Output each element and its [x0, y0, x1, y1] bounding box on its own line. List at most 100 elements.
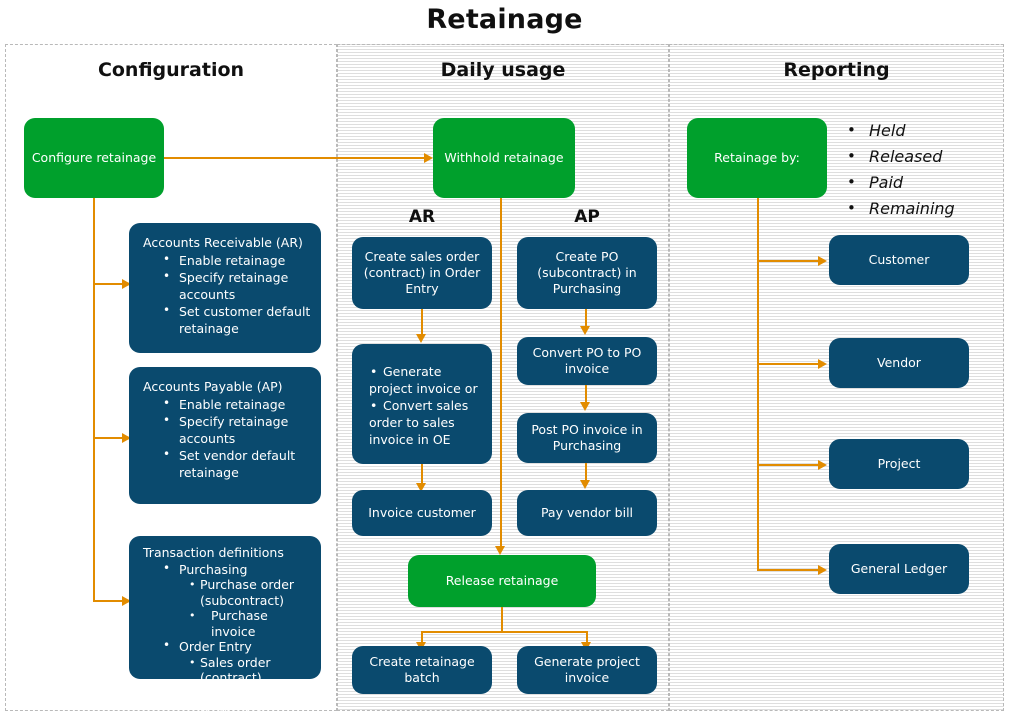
connector-reporting-trunk [757, 198, 759, 571]
node-create-sales-order[interactable]: Create sales order (contract) in Order E… [352, 237, 492, 309]
connector-release-to-batch [421, 631, 423, 643]
connector-report-to-project [757, 464, 820, 466]
node-report-customer-label: Customer [868, 252, 930, 267]
connector-invoice-options-to-invoice-customer [421, 464, 423, 484]
list-item: Purchase order (subcontract) [189, 577, 312, 608]
connector-report-to-vendor [757, 363, 820, 365]
connector-release-to-project-invoice [586, 631, 588, 643]
connector-configure-to-withhold [164, 157, 427, 159]
arrow-invoice-options-to-invoice-customer [416, 483, 426, 492]
node-create-retainage-batch[interactable]: Create retainage batch [352, 646, 492, 694]
list-item: Held [843, 117, 1003, 144]
node-accounts-receivable[interactable]: Accounts Receivable (AR) Enable retainag… [129, 223, 321, 353]
list-item: Released [843, 143, 1003, 170]
node-withhold-retainage[interactable]: Withhold retainage [433, 118, 575, 198]
list-item: Paid [843, 169, 1003, 196]
node-accounts-receivable-title: Accounts Receivable (AR) [143, 235, 303, 250]
arrow-config-to-txn [122, 596, 131, 606]
node-transaction-definitions-title: Transaction definitions [143, 545, 284, 560]
node-accounts-payable[interactable]: Accounts Payable (AP) Enable retainage S… [129, 367, 321, 504]
arrow-config-to-ap [122, 433, 131, 443]
arrow-post-to-pay [580, 480, 590, 489]
node-invoice-customer[interactable]: Invoice customer [352, 490, 492, 536]
node-report-project[interactable]: Project [829, 439, 969, 489]
arrow-config-to-ar [122, 279, 131, 289]
connector-post-to-pay [585, 463, 587, 481]
connector-config-trunk [93, 198, 95, 602]
column-heading-configuration: Configuration [97, 59, 245, 81]
connector-sales-order-to-invoice-options [421, 309, 423, 335]
list-item: Enable retainage [163, 251, 312, 269]
node-retainage-by[interactable]: Retainage by: [687, 118, 827, 198]
node-report-general-ledger[interactable]: General Ledger [829, 544, 969, 594]
arrow-report-to-general-ledger [818, 565, 827, 575]
node-pay-vendor-bill[interactable]: Pay vendor bill [517, 490, 657, 536]
node-release-retainage-label: Release retainage [445, 573, 559, 588]
connector-report-to-general-ledger [757, 569, 820, 571]
connector-report-to-customer [757, 260, 820, 262]
connector-config-to-ar [93, 283, 125, 285]
ar-invoice-options-bullets: Generate project invoice or Convert sale… [359, 355, 485, 454]
column-heading-daily-usage: Daily usage [440, 59, 566, 81]
list-item: Remaining [843, 195, 1003, 222]
purchasing-sublist: Purchase order (subcontract) Purchase in… [179, 577, 312, 639]
node-ar-invoice-options[interactable]: Generate project invoice or Convert sale… [352, 344, 492, 464]
retainage-status-list: Held Released Paid Remaining [843, 117, 1003, 222]
connector-withhold-to-release [500, 198, 502, 547]
subheading-ap: AP [574, 207, 600, 227]
node-post-po-invoice[interactable]: Post PO invoice in Purchasing [517, 413, 657, 463]
connector-convert-to-post [585, 385, 587, 403]
accounts-receivable-list: Enable retainage Specify retainage accou… [143, 251, 312, 337]
node-report-vendor[interactable]: Vendor [829, 338, 969, 388]
list-item: Purchase invoice [189, 608, 312, 639]
page-title: Retainage [426, 4, 583, 35]
node-withhold-retainage-label: Withhold retainage [444, 150, 564, 165]
arrow-report-to-vendor [818, 359, 827, 369]
arrow-withhold-to-release [495, 546, 505, 555]
node-post-po-invoice-label: Post PO invoice in Purchasing [531, 422, 643, 453]
arrow-report-to-project [818, 460, 827, 470]
list-item: Set vendor default retainage [163, 446, 312, 481]
node-generate-project-invoice[interactable]: Generate project invoice [517, 646, 657, 694]
node-report-customer[interactable]: Customer [829, 235, 969, 285]
list-item: Convert sales order to sales invoice in … [369, 398, 468, 447]
node-transaction-definitions[interactable]: Transaction definitions Purchasing Purch… [129, 536, 321, 711]
node-release-retainage[interactable]: Release retainage [408, 555, 596, 607]
order-entry-sublist: Sales order (contract) Sales invoice (co… [179, 655, 312, 711]
node-report-vendor-label: Vendor [877, 355, 921, 370]
node-configure-retainage[interactable]: Configure retainage [24, 118, 164, 198]
node-retainage-by-label: Retainage by: [714, 150, 800, 165]
node-invoice-customer-label: Invoice customer [368, 505, 476, 520]
list-item: Generate project invoice or [369, 364, 478, 396]
connector-config-to-ap [93, 437, 125, 439]
list-item: Sales order (contract) [189, 655, 312, 686]
arrow-convert-to-post [580, 402, 590, 411]
list-item: Order Entry Sales order (contract) Sales… [163, 638, 312, 711]
arrow-create-po-to-convert [580, 326, 590, 335]
connector-release-split [421, 631, 587, 633]
node-convert-po-to-invoice[interactable]: Convert PO to PO invoice [517, 337, 657, 385]
node-create-retainage-batch-label: Create retainage batch [369, 654, 475, 685]
list-item: Specify retainage accounts [163, 268, 312, 303]
arrow-sales-order-to-invoice-options [416, 334, 426, 343]
list-item: Enable retainage [163, 395, 312, 413]
subheading-ar: AR [408, 207, 436, 227]
list-item: Purchasing Purchase order (subcontract) … [163, 561, 312, 640]
node-configure-retainage-label: Configure retainage [31, 150, 157, 165]
arrow-configure-to-withhold [424, 153, 433, 163]
node-convert-po-to-invoice-label: Convert PO to PO invoice [532, 345, 642, 376]
node-report-project-label: Project [877, 456, 921, 471]
connector-config-to-txn [93, 600, 125, 602]
node-report-general-ledger-label: General Ledger [850, 561, 948, 576]
connector-create-po-to-convert [585, 309, 587, 327]
list-item: Sales invoice (contract) [189, 686, 312, 711]
node-create-po[interactable]: Create PO (subcontract) in Purchasing [517, 237, 657, 309]
accounts-payable-list: Enable retainage Specify retainage accou… [143, 395, 312, 481]
node-create-po-label: Create PO (subcontract) in Purchasing [537, 249, 637, 296]
node-pay-vendor-bill-label: Pay vendor bill [540, 505, 634, 520]
node-create-sales-order-label: Create sales order (contract) in Order E… [363, 249, 481, 296]
list-item: Specify retainage accounts [163, 412, 312, 447]
node-accounts-payable-title: Accounts Payable (AP) [143, 379, 283, 394]
node-generate-project-invoice-label: Generate project invoice [534, 654, 640, 685]
